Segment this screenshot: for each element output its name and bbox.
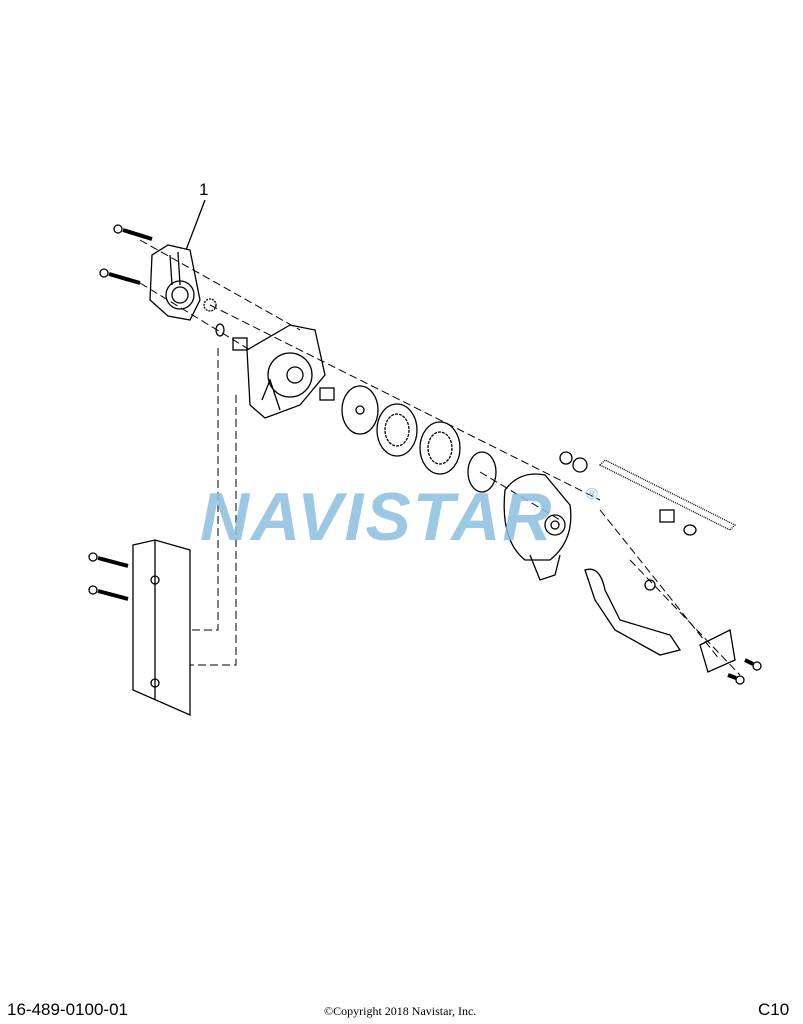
- sensor-housing: [149, 244, 201, 321]
- pedal-pad: [598, 459, 737, 531]
- flat-washer: [341, 385, 379, 435]
- part-number: 16-489-0100-01: [7, 1000, 128, 1019]
- callout-leader: [185, 199, 206, 251]
- registered-mark: ®: [586, 486, 598, 503]
- bushing-2: [319, 387, 335, 401]
- copyright: ©Copyright 2018 Navistar, Inc.: [324, 1004, 477, 1018]
- mounting-plate: [132, 539, 191, 716]
- flat-washer-2: [467, 451, 497, 493]
- gear: [203, 298, 217, 312]
- spring-2: [419, 421, 461, 475]
- page-code: C10: [758, 1000, 790, 1019]
- navistar-watermark: NAVISTAR: [200, 479, 554, 555]
- screws-right: [727, 658, 762, 685]
- callout-1: 1: [199, 180, 209, 199]
- assembly-lines: [139, 239, 741, 676]
- spring-small: [644, 579, 656, 591]
- bushing: [232, 337, 248, 351]
- pivot-drum: [503, 473, 572, 581]
- bolts-plate: [88, 552, 129, 601]
- pedal-arm: [584, 568, 682, 656]
- washer-small: [215, 323, 225, 337]
- screw-lower: [99, 268, 141, 285]
- screw-top: [113, 224, 153, 241]
- spring-1: [376, 403, 418, 457]
- mounting-bracket-gear-housing: [246, 324, 326, 419]
